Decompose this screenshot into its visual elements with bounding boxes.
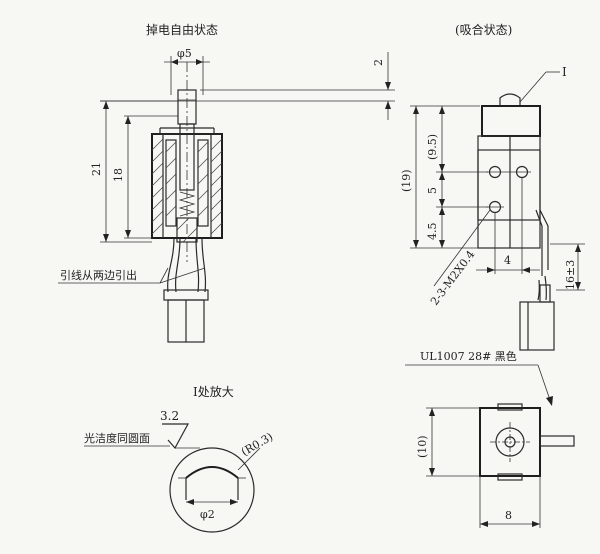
right-side-view: I (19) (9.5) 5 4.5 2-3-M2X0.4 4 xyxy=(400,65,585,351)
detail-i-view: I处放大 3.2 光洁度同圆面 (R0.3) φ2 xyxy=(84,384,275,533)
dim-16: 16±3 xyxy=(564,260,577,290)
dim-phi2: φ2 xyxy=(200,508,215,521)
dim-8: 8 xyxy=(505,509,512,522)
title-detail-i: I处放大 xyxy=(193,384,234,399)
title-pull-state: (吸合状态) xyxy=(455,22,512,37)
dim-9-5: (9.5) xyxy=(426,134,439,160)
dim-4-5: 4.5 xyxy=(426,223,439,241)
left-section-view: φ5 xyxy=(58,47,395,343)
dim-2-group: 2 xyxy=(372,52,391,120)
dim-21: 21 xyxy=(90,162,103,176)
title-release-state: 掉电自由状态 xyxy=(146,23,218,37)
note-wire: UL1007 28# 黑色 xyxy=(420,349,517,363)
dim-phi5: φ5 xyxy=(177,47,192,60)
dim-2: 2 xyxy=(372,59,385,66)
note-lead-out: 引线从两边引出 xyxy=(60,268,137,282)
dim-4: 4 xyxy=(504,254,511,267)
dim-thread: 2-3-M2X0.4 xyxy=(428,248,478,308)
detail-marker-i: I xyxy=(562,65,567,79)
dim-5: 5 xyxy=(426,187,439,194)
dim-r0-3: (R0.3) xyxy=(239,430,275,458)
dim-10: (10) xyxy=(416,435,429,458)
note-finish: 光洁度同圆面 xyxy=(84,431,150,445)
dim-19: (19) xyxy=(400,169,413,192)
dim-18: 18 xyxy=(112,168,125,182)
bottom-right-view: UL1007 28# 黑色 (10) 8 xyxy=(405,349,575,528)
roughness-value: 3.2 xyxy=(160,409,179,423)
